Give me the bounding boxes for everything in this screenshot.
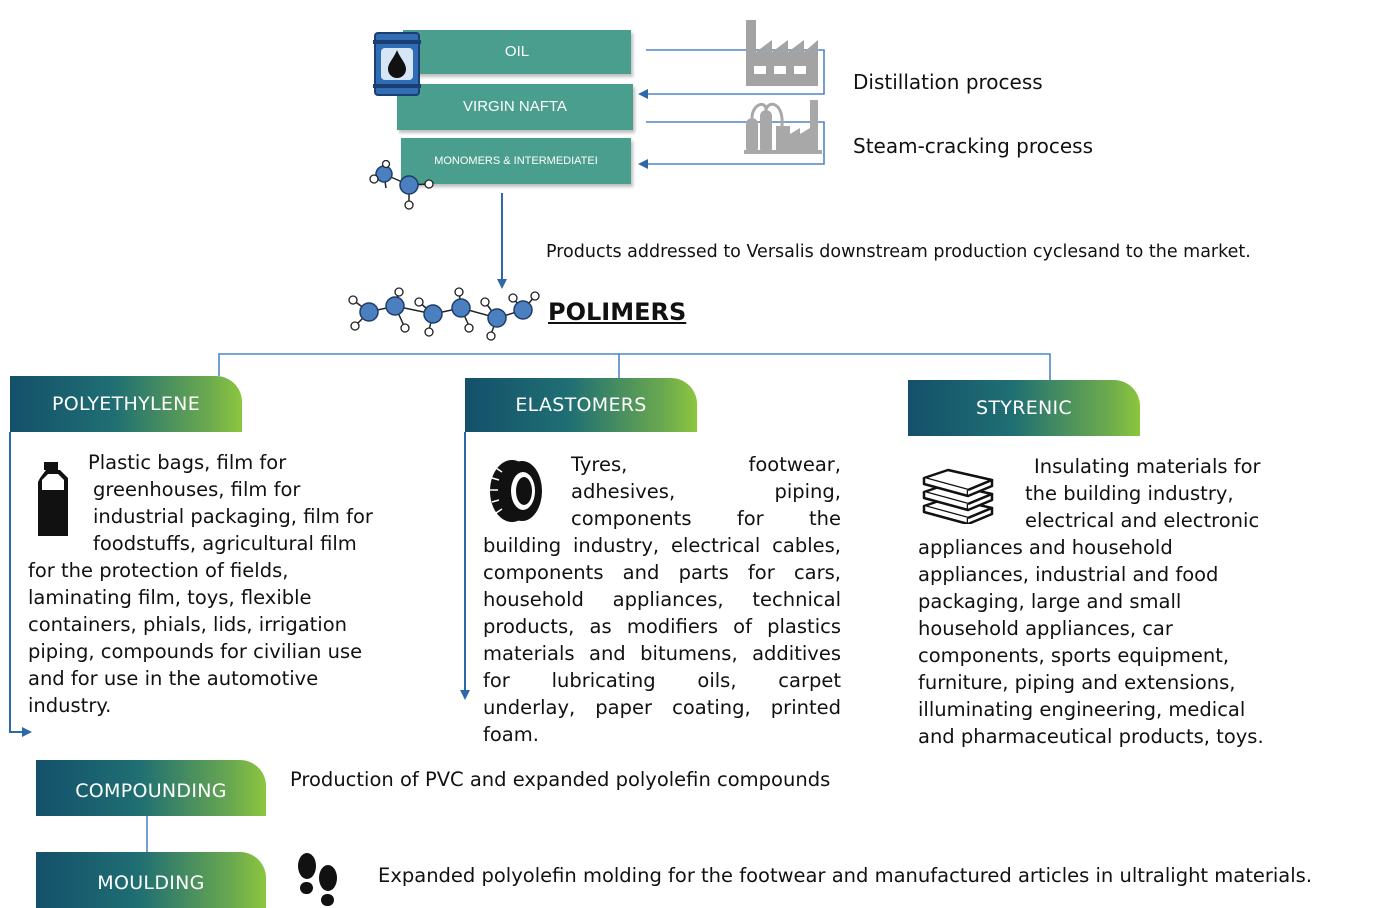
polyethylene-line-2: industrial packaging, film for — [93, 505, 373, 528]
polimers-title: POLIMERS — [548, 298, 687, 326]
compounding-description: Production of PVC and expanded polyolefi… — [290, 768, 831, 791]
polyethylene-line-9: industry. — [28, 694, 112, 717]
polyethylene-line-0: Plastic bags, film for — [88, 451, 287, 474]
polyethylene-line-4: for the protection of fields, — [28, 559, 289, 582]
elastomers-line-0: Tyres, footwear, — [571, 453, 841, 476]
styrenic-title: STYRENIC — [976, 397, 1072, 419]
elastomers-line-2: components for the — [571, 507, 841, 530]
bottle-icon — [38, 462, 68, 536]
elastomers-line-6: products, as modifiers of plastics — [483, 615, 841, 638]
styrenic-line-8: furniture, piping and extensions, — [918, 671, 1236, 694]
styrenic-line-1: the building industry, — [1025, 482, 1234, 505]
molecule-icon — [369, 160, 434, 210]
polyethylene-line-7: piping, compounds for civilian use — [28, 640, 363, 663]
elastomers-line-1: adhesives, piping, — [571, 480, 841, 503]
polyethylene-arrow — [9, 432, 32, 737]
tyre-icon — [490, 460, 542, 522]
refinery-icon — [744, 100, 822, 154]
oil-label: OIL — [504, 43, 530, 60]
styrenic-line-4: appliances, industrial and food — [918, 563, 1219, 586]
polyethylene-title: POLYETHYLENE — [52, 393, 200, 415]
styrenic-line-2: electrical and electronic — [1025, 509, 1260, 532]
elastomers-line-8: for lubricating oils, carpet — [483, 669, 841, 692]
tab-styrenic: STYRENIC — [908, 380, 1140, 436]
tab-polyethylene: POLYETHYLENE — [10, 376, 242, 432]
elastomers-line-7: materials and bitumens, additives — [483, 642, 841, 665]
virgin-nafta-box: VIRGIN NAFTA — [397, 84, 633, 130]
styrenic-line-5: packaging, large and small — [918, 590, 1182, 613]
category-tree — [218, 353, 1051, 380]
oil-box: OIL — [403, 30, 631, 74]
elastomers-line-4: components and parts for cars, — [483, 561, 841, 584]
elastomers-line-9: underlay, paper coating, printed — [483, 696, 841, 719]
oil-barrel-icon — [373, 32, 421, 96]
factory-icon — [746, 20, 818, 86]
tab-moulding: MOULDING — [36, 852, 266, 908]
moulding-description: Expanded polyolefin molding for the foot… — [378, 864, 1313, 887]
polyethylene-line-5: laminating film, toys, flexible — [28, 586, 312, 609]
steam-cracking-label: Steam-cracking process — [853, 134, 1093, 158]
virgin-nafta-label: VIRGIN NAFTA — [463, 98, 567, 115]
insulation-panels-icon — [922, 468, 994, 524]
polymer-chain-icon — [348, 287, 540, 341]
moulding-title: MOULDING — [97, 872, 205, 894]
elastomers-line-10: foam. — [483, 723, 539, 746]
polyethylene-line-1: greenhouses, film for — [93, 478, 301, 501]
footprints-icon — [298, 853, 337, 906]
monomers-box: MONOMERS & INTERMEDIATEI — [401, 138, 631, 184]
tab-compounding: COMPOUNDING — [36, 760, 266, 816]
tab-elastomers: ELASTOMERS — [465, 378, 697, 432]
monomers-label: MONOMERS & INTERMEDIATEI — [434, 155, 598, 167]
distillation-loop — [638, 49, 825, 99]
styrenic-line-9: illuminating engineering, medical — [918, 698, 1246, 721]
elastomers-line-5: household appliances, technical — [483, 588, 841, 611]
styrenic-line-3: appliances and household — [918, 536, 1173, 559]
elastomers-title: ELASTOMERS — [515, 394, 647, 416]
styrenic-line-0: Insulating materials for — [1034, 455, 1261, 478]
polyethylene-line-8: and for use in the automotive — [28, 667, 319, 690]
products-note: Products addressed to Versalis downstrea… — [546, 242, 1251, 262]
styrenic-line-6: household appliances, car — [918, 617, 1173, 640]
elastomers-line-3: building industry, electrical cables, — [483, 534, 841, 557]
polyethylene-line-3: foodstuffs, agricultural film — [93, 532, 357, 555]
polyethylene-line-6: containers, phials, lids, irrigation — [28, 613, 348, 636]
styrenic-line-10: and pharmaceutical products, toys. — [918, 725, 1264, 748]
steam-cracking-loop — [638, 121, 825, 169]
styrenic-line-7: components, sports equipment, — [918, 644, 1230, 667]
distillation-label: Distillation process — [853, 70, 1043, 94]
compounding-title: COMPOUNDING — [75, 780, 227, 802]
